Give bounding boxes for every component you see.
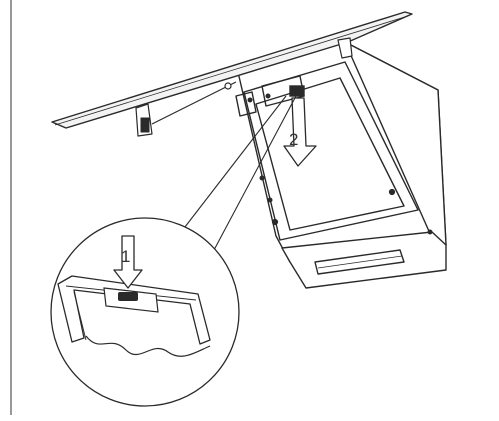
frame-screw xyxy=(271,218,279,226)
filter-frame-inner xyxy=(255,77,405,231)
filter-frame-outer xyxy=(243,61,419,241)
callout-lines xyxy=(177,95,297,251)
step-2-label: 2 xyxy=(289,130,298,149)
hood-body xyxy=(235,41,447,289)
light-strip xyxy=(314,249,405,275)
mount-bracket xyxy=(235,91,257,117)
filter-latch xyxy=(289,85,305,97)
glass-clamp xyxy=(140,117,150,133)
detail-cut-edge xyxy=(85,335,211,357)
detail-latch-button xyxy=(118,292,138,301)
support-rod xyxy=(151,81,237,125)
latch-tab xyxy=(289,85,305,97)
rod-joint xyxy=(224,82,232,90)
arrow-step-2: 2 xyxy=(283,97,317,167)
glass-canopy xyxy=(51,11,413,137)
glass-edge xyxy=(54,15,409,126)
frame-screw xyxy=(259,175,265,181)
detail-filter-frame xyxy=(57,275,211,345)
arrow-2-shape xyxy=(283,97,317,167)
frame-screw xyxy=(267,197,273,203)
glass-bracket-right xyxy=(337,37,353,59)
detail-circle-border xyxy=(50,217,240,407)
bracket-screw xyxy=(247,97,253,103)
arrow-1-shape xyxy=(113,235,143,289)
frame-screw xyxy=(427,229,433,235)
frame-screw xyxy=(388,188,396,196)
step-1-label: 1 xyxy=(121,247,130,266)
bracket-screw xyxy=(265,93,271,99)
detail-circle: 1 xyxy=(50,217,240,407)
light-strip-inner xyxy=(317,255,403,269)
